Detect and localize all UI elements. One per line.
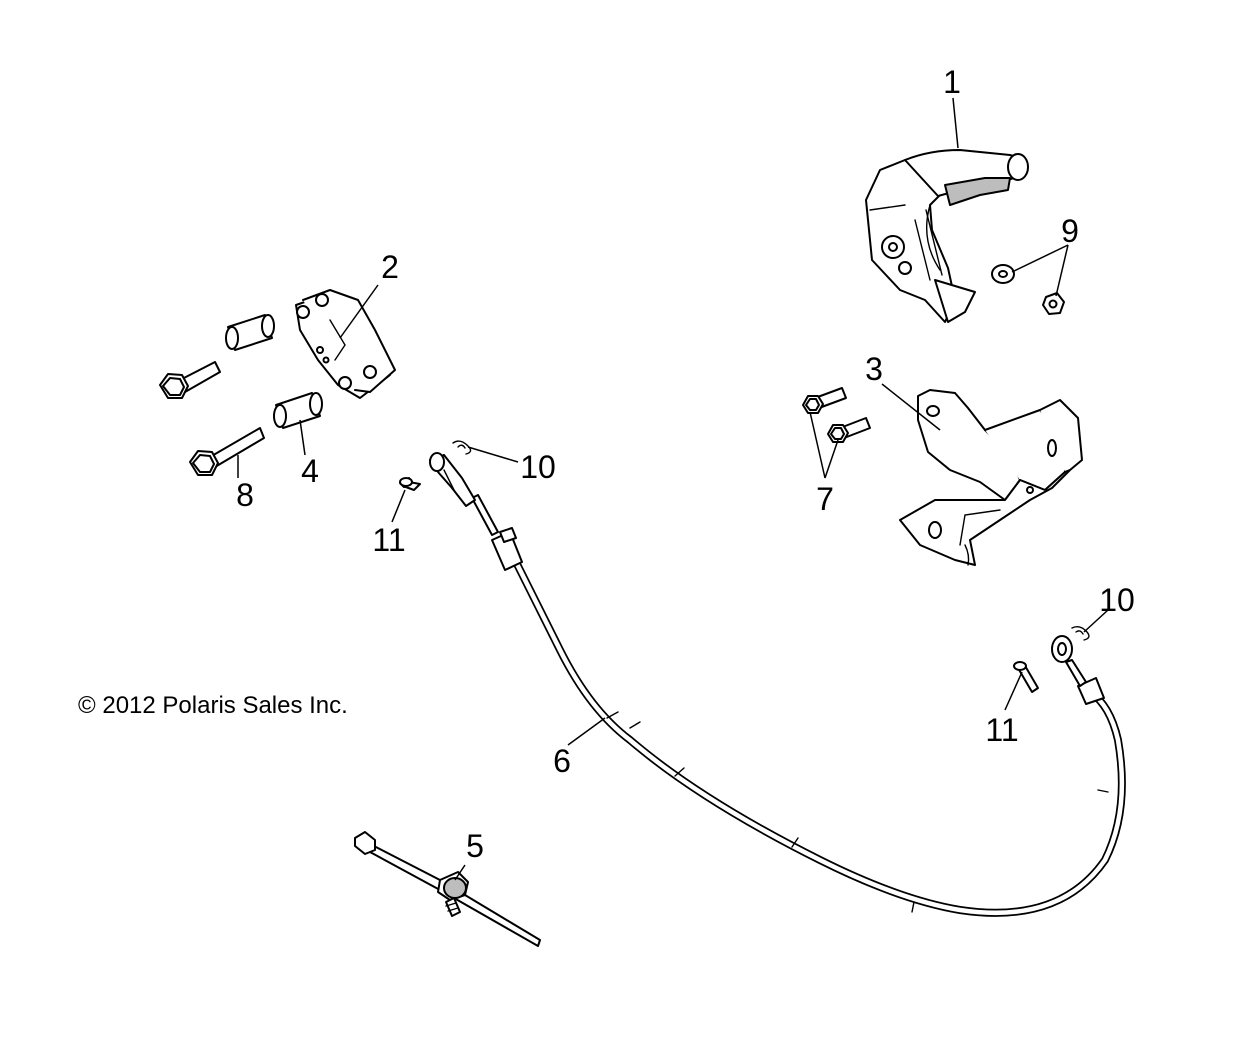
leader-9b	[1055, 244, 1069, 297]
part-10-clip-lower	[1071, 625, 1090, 641]
callout-1: 1	[943, 64, 961, 100]
leader-11b	[1004, 671, 1023, 711]
part-6-brake-cable	[429, 452, 1126, 917]
leader-lines	[237, 97, 1109, 881]
part-10-clip-upper	[452, 440, 472, 455]
leader-7a	[809, 411, 826, 479]
leader-5	[454, 864, 466, 881]
callout-5: 5	[466, 828, 484, 864]
leader-6	[567, 717, 606, 746]
callout-10-lower: 10	[1099, 582, 1135, 618]
callout-11-upper: 11	[372, 522, 405, 558]
callout-8: 8	[236, 477, 254, 513]
leader-4	[299, 419, 306, 456]
callout-6: 6	[553, 743, 571, 779]
callout-3: 3	[865, 351, 883, 387]
leader-11a	[391, 489, 406, 523]
part-3-mount-bracket	[899, 389, 1083, 566]
part-5-cable-tie	[354, 831, 541, 947]
callout-2: 2	[381, 249, 399, 285]
part-8-bolt-top	[159, 361, 221, 399]
part-7-bolt-left	[802, 387, 847, 414]
part-11-pin-lower	[1013, 661, 1039, 693]
leader-9a	[1011, 244, 1069, 273]
part-7-bolt-right	[827, 417, 871, 443]
callout-10-upper: 10	[520, 449, 556, 485]
part-8-bolt-bottom	[189, 427, 265, 476]
callout-11-lower: 11	[985, 712, 1018, 748]
leader-7b	[824, 439, 839, 479]
part-2-bracket	[295, 289, 396, 399]
leader-3	[881, 383, 941, 431]
leader-1	[952, 97, 959, 149]
callout-7: 7	[816, 481, 834, 517]
part-4-spacer-top	[225, 314, 275, 351]
part-1-brake-lever	[865, 149, 1029, 323]
callout-4: 4	[301, 453, 319, 489]
callout-labels: 1 2 3 4 5 6 7 8 9 10 10 11 11	[236, 64, 1135, 864]
part-9-nuts	[991, 264, 1065, 315]
leader-10a	[467, 446, 519, 463]
part-4-spacer-bottom	[273, 392, 323, 429]
leader-10b	[1083, 609, 1109, 633]
part-11-pin-upper	[399, 477, 421, 491]
callout-9: 9	[1061, 213, 1079, 249]
copyright-notice: © 2012 Polaris Sales Inc.	[78, 692, 348, 719]
leader-2	[339, 284, 379, 339]
